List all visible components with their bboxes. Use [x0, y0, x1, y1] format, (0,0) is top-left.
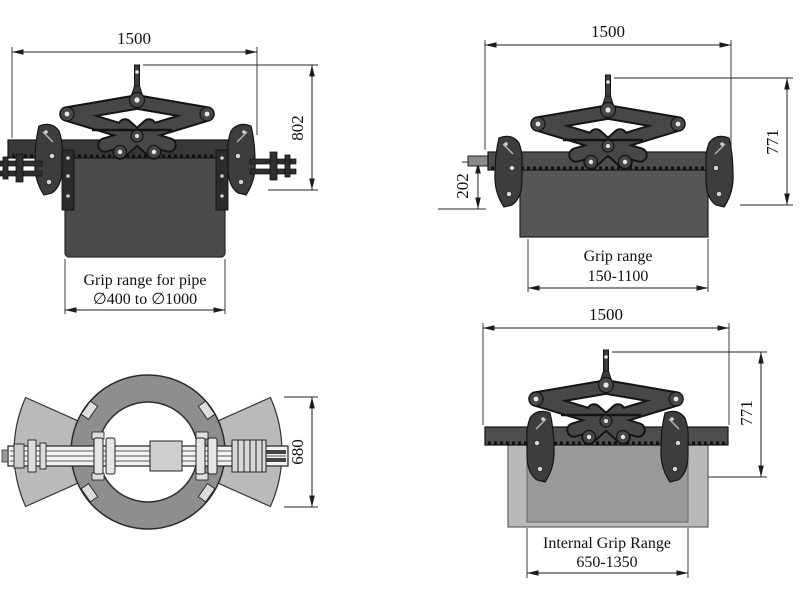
left-rod-end [1, 449, 9, 463]
beam-pin [467, 155, 491, 167]
dim-width-value: 1500 [589, 305, 623, 324]
left-screw-clamp [0, 149, 75, 211]
view-front-internal-grip: 1500 771 Internal Grip Range 650-1350 [482, 305, 767, 578]
dim-height-value: 802 [288, 115, 307, 141]
dim-depth-value: 680 [288, 439, 307, 465]
dim-height-value: 771 [737, 400, 756, 426]
right-jaw [705, 135, 734, 208]
pipe-body [64, 149, 226, 258]
grip-range-label-line2: 650-1350 [576, 554, 637, 571]
right-clamp-plate [195, 437, 206, 475]
dim-width-value: 1500 [591, 22, 625, 41]
grip-range-label-line2: ∅400 to ∅1000 [93, 291, 197, 308]
right-screw-clamp [215, 149, 297, 211]
left-clamp-plate [93, 437, 104, 475]
left-jaw [526, 410, 555, 483]
right-jaw [660, 410, 689, 483]
dim-width-value: 1500 [117, 29, 151, 48]
left-jaw [494, 135, 523, 208]
left-jaw [34, 123, 63, 196]
beam-top-view [1, 431, 289, 481]
grip-range-label-line1: Grip range [584, 248, 653, 265]
right-rod [266, 450, 286, 454]
center-block [149, 440, 183, 472]
grip-range-label-line1: Internal Grip Range [543, 535, 671, 552]
slab-body [519, 169, 709, 238]
right-screw-assembly [231, 439, 267, 473]
left-screw-nut [13, 443, 25, 469]
dim-height-value: 771 [763, 129, 782, 155]
view-top: 680 [1, 374, 318, 530]
view-front-pipe-grip: 1500 802 [0, 29, 318, 314]
grip-range-label-line1: Grip range for pipe [83, 272, 206, 289]
view-front-slab-grip: 1500 771 202 Grip range 150-1100 [438, 22, 793, 292]
dim-jaw-depth-value: 202 [453, 173, 472, 199]
grip-range-label-line2: 150-1100 [588, 268, 649, 285]
pad-mounting-tabs [80, 400, 216, 503]
